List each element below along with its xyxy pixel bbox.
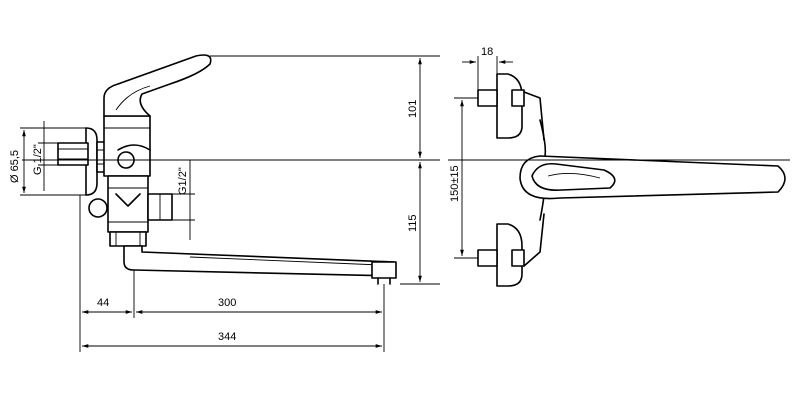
dimension-lengths: 44 300 344 [79, 195, 385, 352]
label-inlet-thread: G 1/2" [32, 144, 44, 175]
mixer-body [103, 115, 151, 177]
label-outlet-thread: G1/2" [177, 167, 189, 195]
spout [123, 245, 397, 285]
lever-handle [103, 54, 212, 117]
label-total-length: 344 [218, 331, 236, 343]
upper-connector [477, 73, 545, 141]
side-view: Ø 65,5 G 1/2" G1/2" 101 115 [9, 54, 440, 352]
label-wall-offset: 44 [97, 297, 109, 309]
label-diameter: Ø 65,5 [9, 150, 21, 183]
spout-hub [88, 175, 173, 247]
label-inlet-spacing: 150±15 [449, 165, 461, 202]
label-height-bottom: 115 [407, 214, 419, 232]
label-spout-reach: 300 [218, 297, 236, 309]
dimension-inlet-spacing: 150±15 [449, 97, 478, 259]
dimension-heights: 101 115 [210, 55, 440, 285]
dimension-outlet-thread: G1/2" [160, 160, 195, 240]
front-lever [519, 155, 786, 200]
dimension-inlet-thread: G 1/2" [32, 121, 60, 191]
label-height-top: 101 [407, 100, 419, 118]
lower-connector [477, 213, 545, 287]
dimension-diameter: Ø 65,5 [9, 127, 88, 196]
label-front-depth: 18 [481, 46, 493, 58]
front-view: 18 150±15 [448, 46, 790, 287]
wall-flange [57, 127, 98, 196]
dimension-front-depth: 18 [462, 46, 513, 92]
